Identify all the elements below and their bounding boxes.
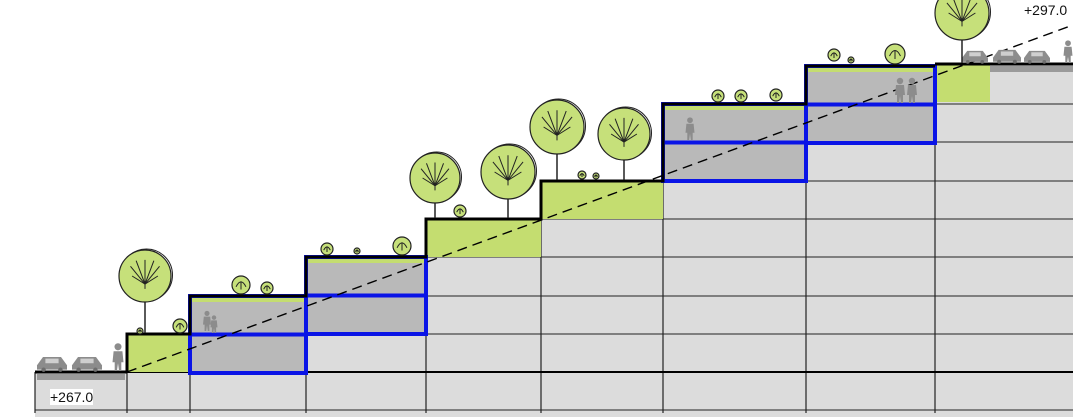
shrub-icon — [392, 236, 412, 256]
pedestrian-icon — [895, 77, 905, 103]
building-module — [804, 64, 937, 145]
pedestrian-icon — [1063, 40, 1073, 63]
car-icon — [72, 356, 102, 372]
shrub-icon — [847, 56, 855, 64]
green-roof — [306, 257, 426, 263]
street-vehicles — [37, 49, 1073, 380]
pedestrian-icon — [685, 117, 695, 140]
green-roof — [663, 104, 806, 110]
shrub-icon — [734, 89, 748, 103]
pedestrian-icon — [203, 310, 211, 331]
car-icon — [962, 50, 988, 64]
car-icon — [993, 49, 1021, 64]
tree-icon — [480, 143, 537, 218]
tree-icon — [118, 248, 173, 333]
curb — [990, 66, 1073, 72]
tree-icon — [409, 151, 462, 218]
building-module — [304, 255, 428, 336]
shrub-icon — [711, 89, 725, 103]
shrub-icon — [769, 88, 783, 102]
green-roof — [426, 219, 541, 257]
building-module — [661, 102, 808, 183]
tree-icon — [934, 0, 991, 63]
shrub-icon — [884, 43, 906, 65]
pedestrian-icon — [907, 77, 917, 103]
shrub-icon — [320, 242, 334, 256]
vegetation — [118, 0, 991, 335]
shrub-icon — [353, 247, 361, 255]
shrub-icon — [827, 48, 841, 62]
green-roof — [190, 296, 306, 302]
slope-line — [126, 24, 1073, 373]
shrub-icon — [577, 170, 587, 180]
green-roof — [541, 181, 663, 219]
tree-icon — [529, 98, 586, 180]
slope-dashed-line — [126, 24, 1073, 373]
shrub-icon — [260, 281, 274, 295]
shrub-icon — [592, 172, 600, 180]
elevation-label-bottom: +267.0 — [50, 389, 94, 405]
shrub-icon — [231, 275, 251, 295]
building-modules — [188, 64, 937, 375]
terrain-profile-line — [35, 62, 1073, 374]
curb — [37, 374, 125, 380]
shrub-icon — [172, 318, 188, 334]
shrub-icon — [453, 204, 467, 218]
car-icon — [1024, 50, 1050, 64]
building-module — [188, 294, 308, 375]
green-roof — [935, 64, 990, 102]
terrain-profile — [125, 64, 935, 372]
car-icon — [37, 356, 67, 372]
pedestrian-icon — [112, 343, 124, 371]
pedestrian-icon — [210, 315, 218, 333]
pedestrian-figures — [112, 40, 1073, 371]
elevation-label-top: +297.0 — [1024, 2, 1068, 18]
green-roof — [806, 66, 935, 72]
shrub-icon — [136, 327, 144, 335]
tree-icon — [597, 106, 652, 180]
